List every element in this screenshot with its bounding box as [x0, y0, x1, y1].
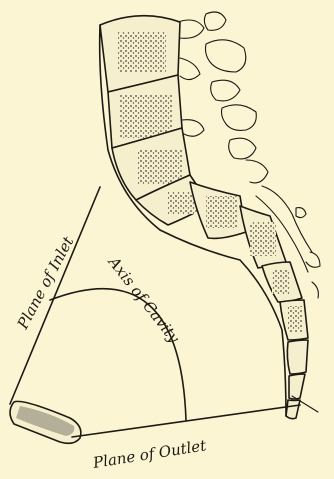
process-12: [312, 282, 318, 298]
process-8: [229, 138, 256, 159]
vertebra-s4-texture: [206, 196, 238, 228]
vertebra-s1-texture: [120, 94, 172, 138]
process-4: [206, 40, 246, 72]
vertebra-s5-texture: [250, 222, 276, 256]
coccyx-4: [289, 374, 305, 399]
process-3: [180, 58, 200, 80]
process-6: [182, 120, 204, 137]
process-7: [222, 105, 257, 131]
coccyx-1-texture: [272, 270, 290, 294]
process-9: [246, 160, 268, 183]
axis-of-cavity-curve: [50, 289, 186, 420]
process-10: [296, 208, 306, 218]
coccyx-tip: [286, 400, 300, 419]
plane-of-inlet-line: [10, 187, 100, 404]
pubic-symphysis: [10, 401, 81, 443]
process-11: [306, 252, 320, 267]
process-2: [204, 12, 226, 30]
process-1: [178, 20, 204, 38]
label-plane-of-outlet: Plane of Outlet: [91, 436, 209, 472]
coccyx-2-texture: [288, 306, 302, 332]
posterior-processes: [178, 12, 320, 298]
coccyx-3: [287, 340, 308, 374]
process-5: [211, 80, 240, 101]
vertebra-l5-texture: [118, 32, 166, 72]
label-axis-of-cavity: Axis of Cavity: [104, 252, 184, 347]
vertebra-s2-texture: [138, 150, 182, 184]
